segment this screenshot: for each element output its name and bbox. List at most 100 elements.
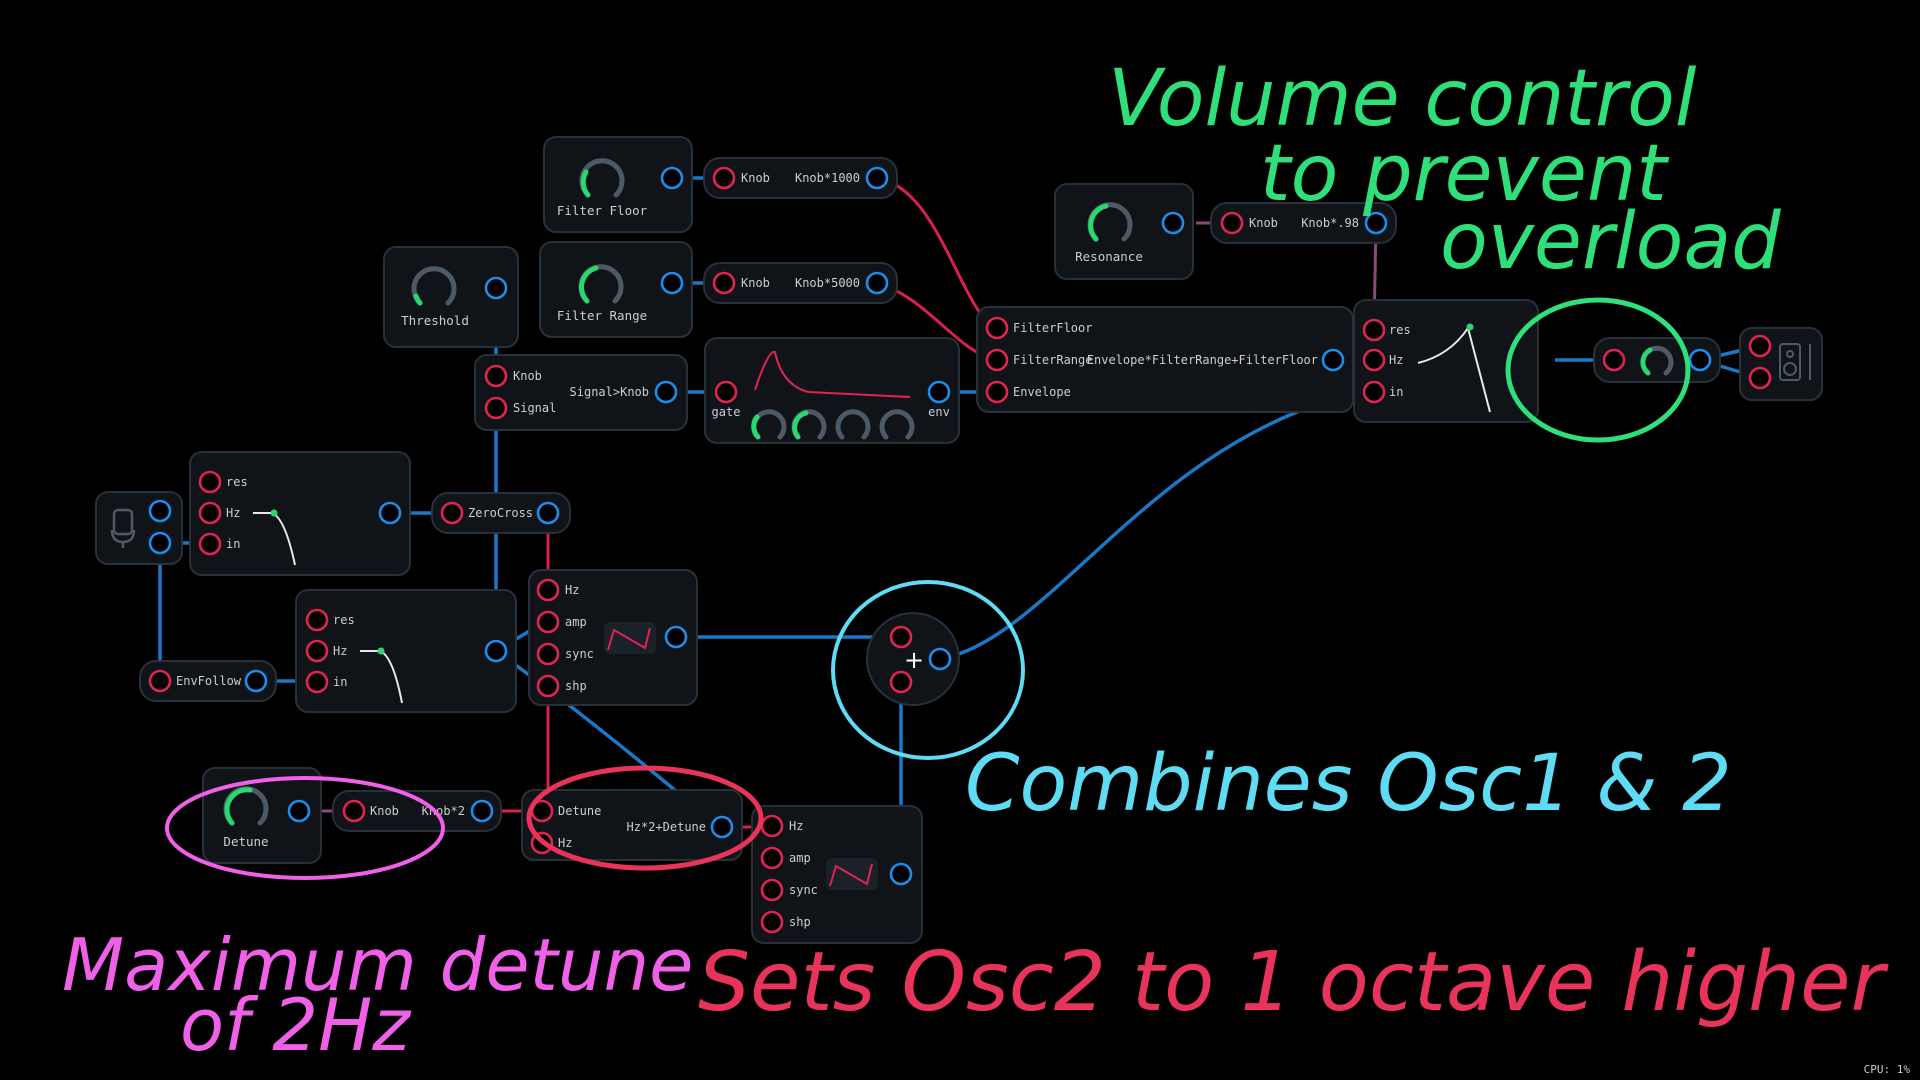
resonance-output-port[interactable] xyxy=(1161,211,1185,235)
envfollow-output-port[interactable] xyxy=(244,669,268,693)
sustain-knob[interactable] xyxy=(835,409,871,440)
filter-in-port[interactable] xyxy=(198,532,222,556)
filter-floor-knob[interactable] xyxy=(579,158,625,198)
speaker-right-port[interactable] xyxy=(1748,366,1772,390)
expr-input-port[interactable] xyxy=(1220,211,1244,235)
expr-output-port[interactable] xyxy=(470,799,494,823)
envelope-curve-icon xyxy=(754,350,911,398)
filter-hz-label: Hz xyxy=(1389,353,1403,367)
mixer-input-1-port[interactable] xyxy=(889,625,913,649)
filter-range-output-port[interactable] xyxy=(660,271,684,295)
osc-shp-port[interactable] xyxy=(536,674,560,698)
filter-res-port[interactable] xyxy=(305,608,329,632)
compare-output-port[interactable] xyxy=(654,380,678,404)
lowpass-filter-1-module: res Hz in xyxy=(189,451,411,576)
annotation-circle xyxy=(526,765,764,871)
detune-input-label: Detune xyxy=(558,804,601,818)
filter-hz-port[interactable] xyxy=(305,639,329,663)
osc-output-port[interactable] xyxy=(664,625,688,649)
osc-amp-label: amp xyxy=(789,851,811,865)
gain-output-port[interactable] xyxy=(1688,348,1712,372)
detune-output-port[interactable] xyxy=(287,799,311,823)
detune-expr-output-label: Hz*2+Detune xyxy=(627,820,706,834)
osc-sync-port[interactable] xyxy=(536,642,560,666)
speaker-output-module xyxy=(1739,327,1823,401)
zerocross-input-port[interactable] xyxy=(440,501,464,525)
mic-output-port-1[interactable] xyxy=(148,499,172,523)
envfollow-input-port[interactable] xyxy=(148,669,172,693)
filter-res-label: res xyxy=(1389,323,1411,337)
cutoff-handle[interactable] xyxy=(1466,323,1474,331)
compare-signal-port[interactable] xyxy=(484,396,508,420)
gain-input-port[interactable] xyxy=(1602,348,1626,372)
envelope-input-port[interactable] xyxy=(985,380,1009,404)
filter-res-port[interactable] xyxy=(1362,318,1386,342)
mixer-output-port[interactable] xyxy=(928,647,952,671)
filter-in-port[interactable] xyxy=(1362,380,1386,404)
expression-knob-098: Knob Knob*.98 xyxy=(1210,202,1397,244)
decay-knob[interactable] xyxy=(791,409,827,440)
filter-output-port[interactable] xyxy=(378,501,402,525)
mic-output-port-2[interactable] xyxy=(148,531,172,555)
expr-output-port[interactable] xyxy=(865,166,889,190)
filterfloor-input-port[interactable] xyxy=(985,316,1009,340)
detune-knob[interactable] xyxy=(223,786,269,826)
cable[interactable] xyxy=(877,176,997,330)
detune-label: Detune xyxy=(223,834,268,849)
filter-hz-label: Hz xyxy=(333,644,347,658)
gate-input-port[interactable] xyxy=(714,380,738,404)
compare-knob-label: Knob xyxy=(513,369,542,383)
filter-floor-output-port[interactable] xyxy=(660,166,684,190)
attack-knob[interactable] xyxy=(751,409,787,440)
zerocross-output-port[interactable] xyxy=(536,501,560,525)
osc-amp-port[interactable] xyxy=(536,610,560,634)
osc-sync-label: sync xyxy=(565,647,594,661)
filter-hz-port[interactable] xyxy=(198,501,222,525)
filter-res-port[interactable] xyxy=(198,470,222,494)
speaker-left-port[interactable] xyxy=(1748,334,1772,358)
threshold-output-port[interactable] xyxy=(484,276,508,300)
cutoff-handle[interactable] xyxy=(270,509,278,517)
mixer-input-2-port[interactable] xyxy=(889,670,913,694)
osc-hz-port[interactable] xyxy=(760,814,784,838)
volume-knob[interactable] xyxy=(1640,345,1674,376)
detune-expr-output-port[interactable] xyxy=(710,815,734,839)
osc-shp-label: shp xyxy=(789,915,811,929)
annotation-circle xyxy=(831,580,1025,760)
filter-output-port[interactable] xyxy=(484,639,508,663)
expression-knob-5000: Knob Knob*5000 xyxy=(703,262,898,304)
mixer-module: + xyxy=(866,612,960,706)
expr-input-port[interactable] xyxy=(342,799,366,823)
filter-range-label: Filter Range xyxy=(557,308,647,323)
cable[interactable] xyxy=(939,390,1361,661)
expr-output-port[interactable] xyxy=(1364,211,1388,235)
env-output-port[interactable] xyxy=(927,380,951,404)
osc-shp-port[interactable] xyxy=(760,910,784,934)
filter-hz-port[interactable] xyxy=(1362,348,1386,372)
threshold-knob[interactable] xyxy=(411,266,457,306)
compare-knob-port[interactable] xyxy=(484,364,508,388)
osc-hz-port[interactable] xyxy=(536,578,560,602)
release-knob[interactable] xyxy=(879,409,915,440)
filter-expr-output-label: Envelope*FilterRange+FilterFloor xyxy=(1087,353,1318,367)
annotation-maximum: Maximum detune of 2Hz xyxy=(62,776,693,1067)
filter-expr-output-port[interactable] xyxy=(1321,348,1345,372)
detune-expression-module: Detune Hz Hz*2+Detune xyxy=(521,789,743,861)
hz-input-label: Hz xyxy=(558,836,572,850)
expr-input-port[interactable] xyxy=(712,166,736,190)
annotation-volume-line3: overload xyxy=(1440,197,1781,287)
threshold-module: Threshold xyxy=(383,246,519,348)
annotation-combines-text: Combines Osc1 & 2 xyxy=(965,739,1732,829)
cutoff-handle[interactable] xyxy=(377,647,385,655)
filterrange-input-port[interactable] xyxy=(985,348,1009,372)
expr-input-port[interactable] xyxy=(712,271,736,295)
filter-range-knob[interactable] xyxy=(578,264,624,304)
resonance-knob[interactable] xyxy=(1087,202,1133,242)
osc-output-port[interactable] xyxy=(889,862,913,886)
expr-output-label: Knob*.98 xyxy=(1301,216,1359,230)
filter-in-port[interactable] xyxy=(305,670,329,694)
zerocross-module: ZeroCross xyxy=(431,492,571,534)
osc-amp-port[interactable] xyxy=(760,846,784,870)
expr-output-port[interactable] xyxy=(865,271,889,295)
osc-sync-port[interactable] xyxy=(760,878,784,902)
